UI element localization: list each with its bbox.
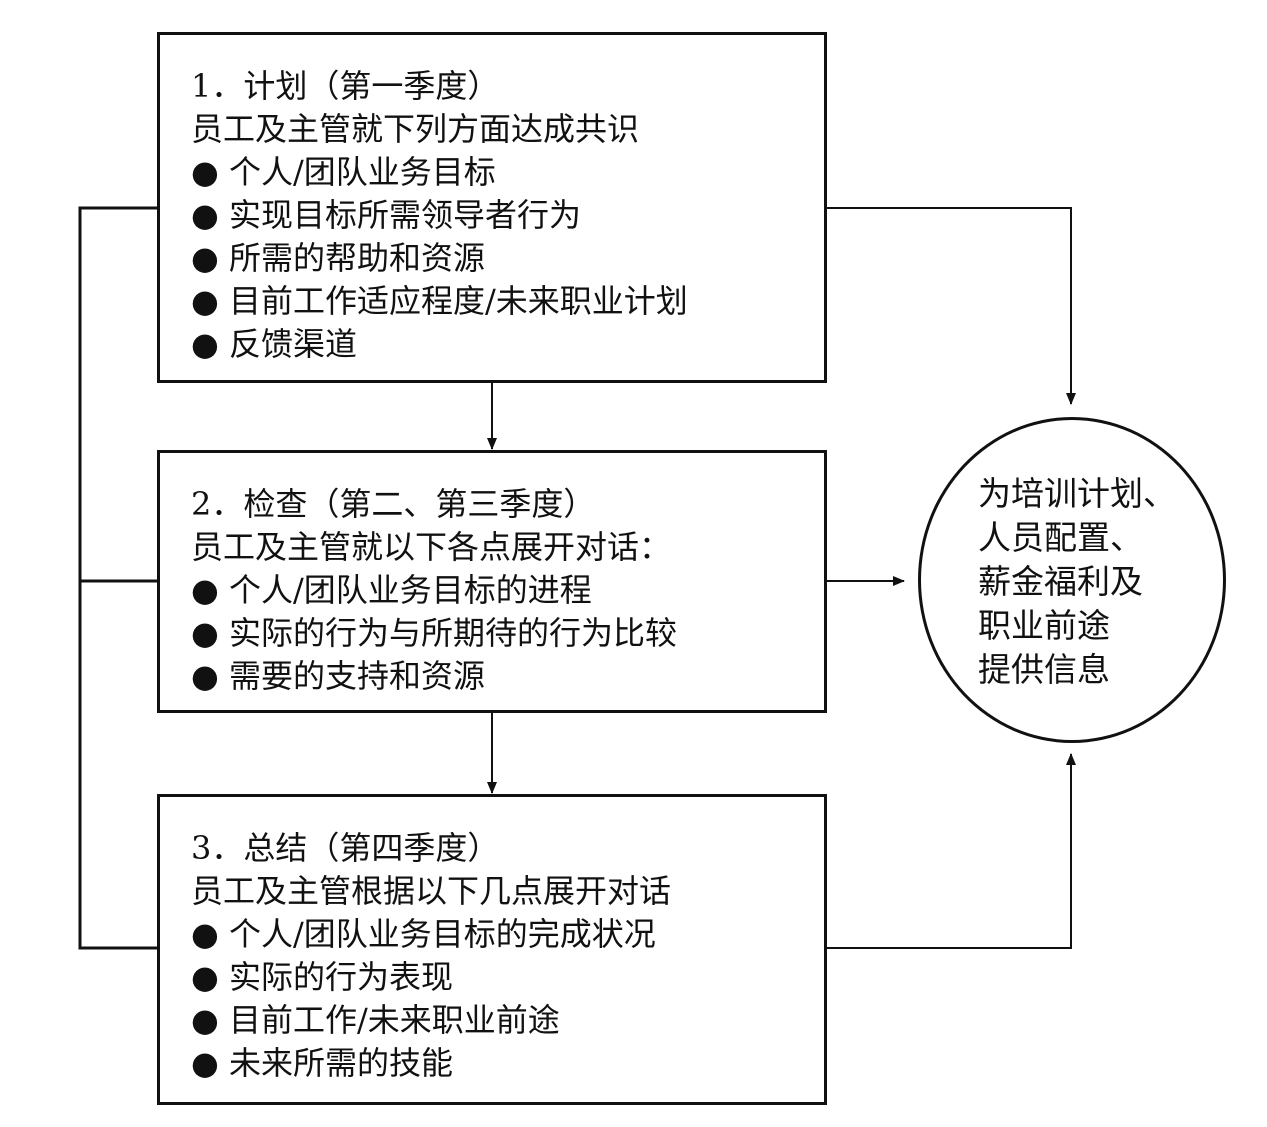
stage-plan-item: ●个人/团队业务目标 (191, 151, 824, 194)
output-circle: 为培训计划、 人员配置、 薪金福利及 职业前途 提供信息 (918, 417, 1226, 743)
stage-review-intro: 员工及主管就以下各点展开对话： (191, 528, 672, 566)
stage-plan-box: 1．计划（第一季度） 员工及主管就下列方面达成共识 ●个人/团队业务目标 ●实现… (157, 32, 827, 383)
bullet-icon: ● (191, 153, 219, 191)
output-line: 提供信息 (978, 650, 1110, 689)
bullet-icon: ● (191, 614, 219, 652)
bullet-icon: ● (191, 1044, 219, 1082)
feedback-loop-line (78, 206, 157, 950)
stage-plan-intro: 员工及主管就下列方面达成共识 (191, 110, 640, 148)
stage-summary-box: 3．总结（第四季度） 员工及主管根据以下几点展开对话 ●个人/团队业务目标的完成… (157, 794, 827, 1105)
stage-summary-intro: 员工及主管根据以下几点展开对话 (191, 872, 672, 910)
bullet-icon: ● (191, 958, 219, 996)
arrow-plan-to-output (827, 207, 1076, 405)
stage-summary-item: ●未来所需的技能 (191, 1042, 824, 1085)
output-text: 为培训计划、 人员配置、 薪金福利及 职业前途 提供信息 (978, 472, 1176, 692)
stage-plan-title: 1．计划（第一季度） (191, 67, 500, 105)
arrow-summary-to-output (827, 753, 1076, 949)
stage-summary-item: ●目前工作/未来职业前途 (191, 999, 824, 1042)
stage-review-box: 2．检查（第二、第三季度） 员工及主管就以下各点展开对话： ●个人/团队业务目标… (157, 450, 827, 713)
stage-review-item: ●实际的行为与所期待的行为比较 (191, 612, 824, 655)
output-line: 薪金福利及 (978, 562, 1143, 601)
stage-plan-item: ●目前工作适应程度/未来职业计划 (191, 280, 824, 323)
bullet-icon: ● (191, 239, 219, 277)
stage-summary-item: ●实际的行为表现 (191, 956, 824, 999)
stage-review-title: 2．检查（第二、第三季度） (191, 485, 596, 523)
stage-summary-item: ●个人/团队业务目标的完成状况 (191, 913, 824, 956)
bullet-icon: ● (191, 657, 219, 695)
output-line: 职业前途 (978, 606, 1110, 645)
stage-review-item: ●需要的支持和资源 (191, 655, 824, 698)
stage-plan-item: ●所需的帮助和资源 (191, 237, 824, 280)
bullet-icon: ● (191, 325, 219, 363)
stage-plan-item: ●反馈渠道 (191, 323, 824, 366)
bullet-icon: ● (191, 282, 219, 320)
bullet-icon: ● (191, 571, 219, 609)
output-line: 人员配置、 (978, 518, 1143, 557)
bullet-icon: ● (191, 915, 219, 953)
stage-review-item: ●个人/团队业务目标的进程 (191, 569, 824, 612)
stage-plan-item: ●实现目标所需领导者行为 (191, 194, 824, 237)
output-line: 为培训计划、 (978, 474, 1176, 513)
stage-summary-title: 3．总结（第四季度） (191, 829, 500, 867)
bullet-icon: ● (191, 196, 219, 234)
bullet-icon: ● (191, 1001, 219, 1039)
